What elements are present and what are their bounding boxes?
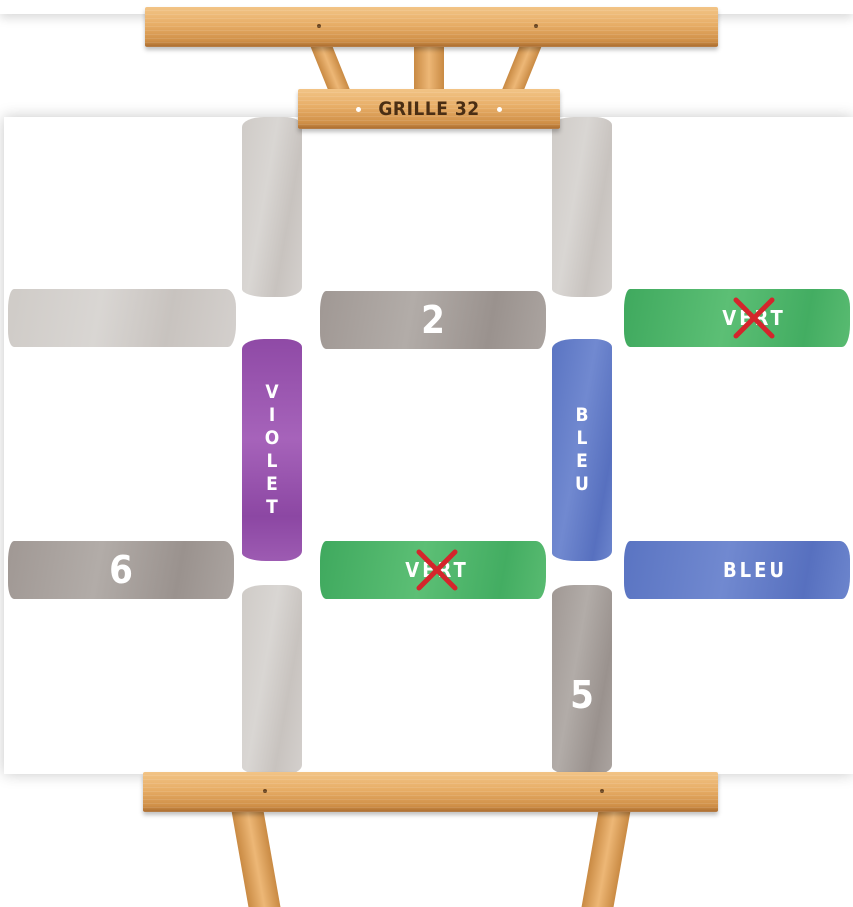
puzzle-canvas: VIOLET BLEU 5 2 VERT 6 VERT bbox=[4, 117, 853, 774]
grid-title: GRILLE 32 bbox=[378, 98, 479, 120]
easel-leg bbox=[582, 811, 631, 907]
clue-number: 6 bbox=[109, 548, 133, 592]
clue-number: 2 bbox=[421, 298, 445, 342]
easel-leg bbox=[232, 811, 281, 907]
grid-title-plaque: GRILLE 32 bbox=[298, 89, 560, 129]
col2-middle-clue[interactable]: BLEU bbox=[552, 339, 612, 561]
col1-top-clue[interactable] bbox=[242, 117, 302, 297]
bottom-left-clue[interactable]: 6 bbox=[8, 541, 234, 599]
col1-middle-clue[interactable]: VIOLET bbox=[242, 339, 302, 561]
clue-text: BLEU bbox=[723, 558, 787, 582]
easel-leg bbox=[414, 46, 444, 94]
easel-leg bbox=[310, 46, 351, 94]
clue-number: 5 bbox=[570, 673, 594, 717]
nail-icon bbox=[263, 789, 267, 793]
clue-text: VIOLET bbox=[261, 381, 283, 519]
easel-bottom-ledge bbox=[143, 772, 718, 812]
top-right-clue[interactable]: VERT bbox=[624, 289, 850, 347]
clue-text: BLEU bbox=[571, 404, 593, 496]
nail-icon bbox=[600, 789, 604, 793]
bottom-right-clue[interactable]: BLEU bbox=[624, 541, 850, 599]
nail-icon bbox=[317, 24, 321, 28]
clue-text: VERT bbox=[722, 306, 785, 330]
bottom-middle-clue[interactable]: VERT bbox=[320, 541, 546, 599]
top-left-clue[interactable] bbox=[8, 289, 236, 347]
col2-top-clue[interactable] bbox=[552, 117, 612, 297]
col2-bottom-clue[interactable]: 5 bbox=[552, 585, 612, 774]
easel-leg bbox=[500, 46, 541, 94]
nail-icon bbox=[534, 24, 538, 28]
clue-text: VERT bbox=[405, 558, 468, 582]
easel-top-ledge bbox=[145, 7, 718, 47]
col1-bottom-clue[interactable] bbox=[242, 585, 302, 774]
top-middle-clue[interactable]: 2 bbox=[320, 291, 546, 349]
